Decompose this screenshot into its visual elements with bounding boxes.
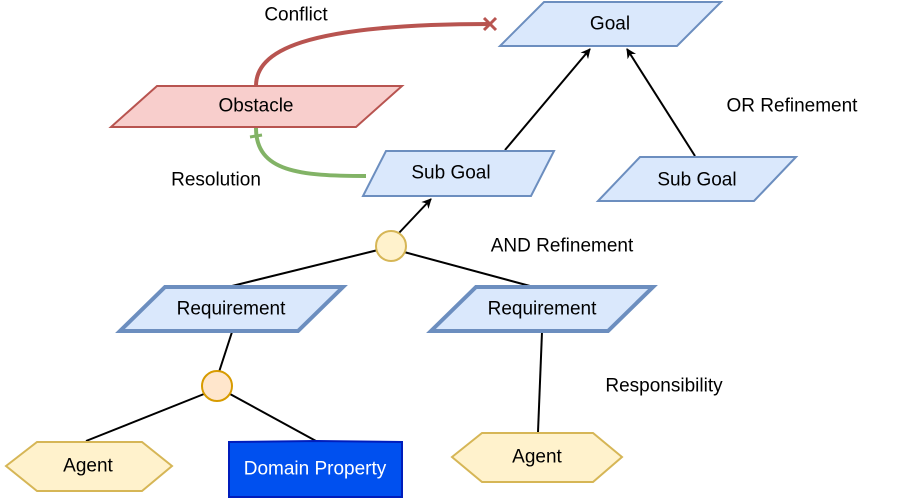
requirement-left-junction-edge[interactable] [218, 331, 233, 373]
refinement-edge-subgoal-right-goal[interactable] [626, 48, 696, 157]
and-junction-edge-requirement-left[interactable] [231, 249, 379, 287]
resolution-edge[interactable] [254, 127, 367, 178]
domain-property-node[interactable]: Domain Property [228, 439, 403, 498]
requirement-right-node[interactable]: Requirement [426, 285, 658, 333]
requirement-left-label: Requirement [177, 299, 286, 320]
junction-edge-agent-left[interactable] [85, 393, 205, 442]
sub-goal-left-node[interactable]: Sub Goal [361, 150, 556, 197]
and-junction-edge-subgoal[interactable] [397, 198, 432, 235]
conflict-edge[interactable] [254, 22, 491, 87]
responsibility-label: Responsibility [605, 376, 723, 397]
obstacle-label: Obstacle [219, 96, 294, 117]
resolution-label: Resolution [171, 170, 261, 191]
responsibility-edge[interactable] [537, 331, 543, 433]
and-refinement-label: AND Refinement [491, 236, 634, 257]
or-refinement-label: OR Refinement [727, 96, 859, 117]
and-refinement-junction[interactable] [375, 230, 407, 262]
requirement-junction[interactable] [201, 370, 233, 402]
and-junction-edge-requirement-right[interactable] [403, 251, 531, 287]
goal-node[interactable]: Goal [497, 1, 724, 47]
agent-right-node[interactable]: Agent [450, 432, 624, 483]
agent-left-label: Agent [63, 456, 113, 477]
requirement-left-node[interactable]: Requirement [115, 285, 348, 333]
conflict-cross-icon [482, 16, 498, 32]
sub-goal-right-label: Sub Goal [657, 170, 736, 191]
agent-left-node[interactable]: Agent [4, 441, 174, 492]
conflict-label: Conflict [264, 5, 328, 26]
goal-label: Goal [590, 14, 630, 35]
refinement-edge-subgoal-left-goal[interactable] [504, 48, 591, 151]
sub-goal-right-node[interactable]: Sub Goal [595, 156, 799, 202]
agent-right-label: Agent [512, 447, 562, 468]
junction-edge-domain-property[interactable] [229, 393, 317, 442]
domain-property-label: Domain Property [244, 459, 387, 480]
requirement-right-label: Requirement [488, 299, 597, 320]
sub-goal-left-label: Sub Goal [411, 163, 490, 184]
obstacle-node[interactable]: Obstacle [108, 85, 405, 128]
resolution-bar-icon [249, 133, 263, 139]
